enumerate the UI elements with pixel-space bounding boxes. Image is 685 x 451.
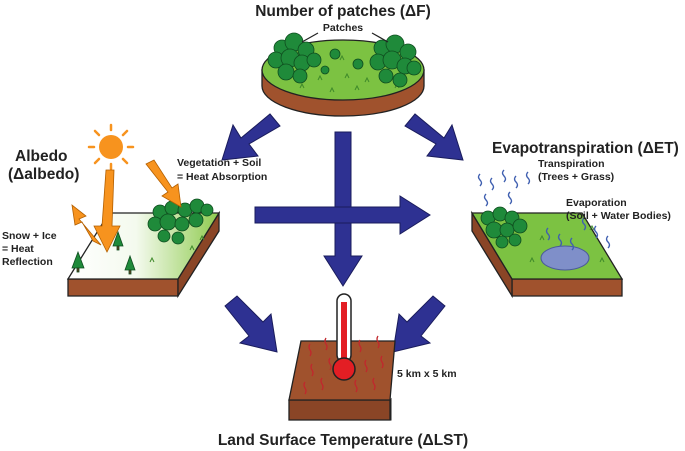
title-land-surface-temperature: Land Surface Temperature (ΔLST) xyxy=(217,432,469,449)
arrow-et-to-lst xyxy=(392,295,446,353)
sun-icon xyxy=(87,123,135,171)
title-albedo-line2: (Δalbedo) xyxy=(8,166,80,183)
title-albedo-line1: Albedo xyxy=(15,148,68,165)
label-snow-line2: = Heat xyxy=(2,243,34,255)
label-snow-line1: Snow + Ice xyxy=(2,230,57,242)
label-veg-soil-line1: Vegetation + Soil xyxy=(177,157,262,169)
thermometer-icon xyxy=(332,293,356,381)
patches-disc xyxy=(261,32,425,117)
title-evapotranspiration: Evapotranspiration (ΔET) xyxy=(492,140,679,157)
evaporation-vapor xyxy=(545,217,611,251)
heat-squiggles xyxy=(303,335,384,395)
title-number-of-patches: Number of patches (ΔF) xyxy=(255,3,431,20)
tree-cluster-right xyxy=(369,34,422,88)
water-body xyxy=(540,245,590,271)
et-forest xyxy=(480,206,528,249)
label-veg-soil-line2: = Heat Absorption xyxy=(177,171,268,183)
arrows xyxy=(221,113,464,353)
label-evaporation-line1: Evaporation xyxy=(566,197,627,209)
albedo-forest xyxy=(147,198,214,245)
label-scale: 5 km x 5 km xyxy=(397,368,457,380)
et-block xyxy=(470,169,624,299)
label-snow-line3: Reflection xyxy=(2,256,53,268)
label-transpiration-line2: (Trees + Grass) xyxy=(538,171,615,183)
label-evaporation-line2: (Soil + Water Bodies) xyxy=(566,210,671,222)
arrow-patches-to-et xyxy=(404,113,464,161)
lst-block xyxy=(288,293,396,421)
albedo-block xyxy=(66,198,221,299)
label-transpiration-line1: Transpiration xyxy=(538,158,605,170)
arrow-albedo-to-et xyxy=(254,195,431,235)
arrow-patches-to-albedo xyxy=(221,113,281,161)
transpiration-vapor xyxy=(477,169,531,207)
label-patches: Patches xyxy=(322,22,364,34)
arrow-albedo-to-lst xyxy=(224,295,278,353)
tree-cluster-left xyxy=(267,32,322,84)
radiation-arrows xyxy=(71,159,182,253)
